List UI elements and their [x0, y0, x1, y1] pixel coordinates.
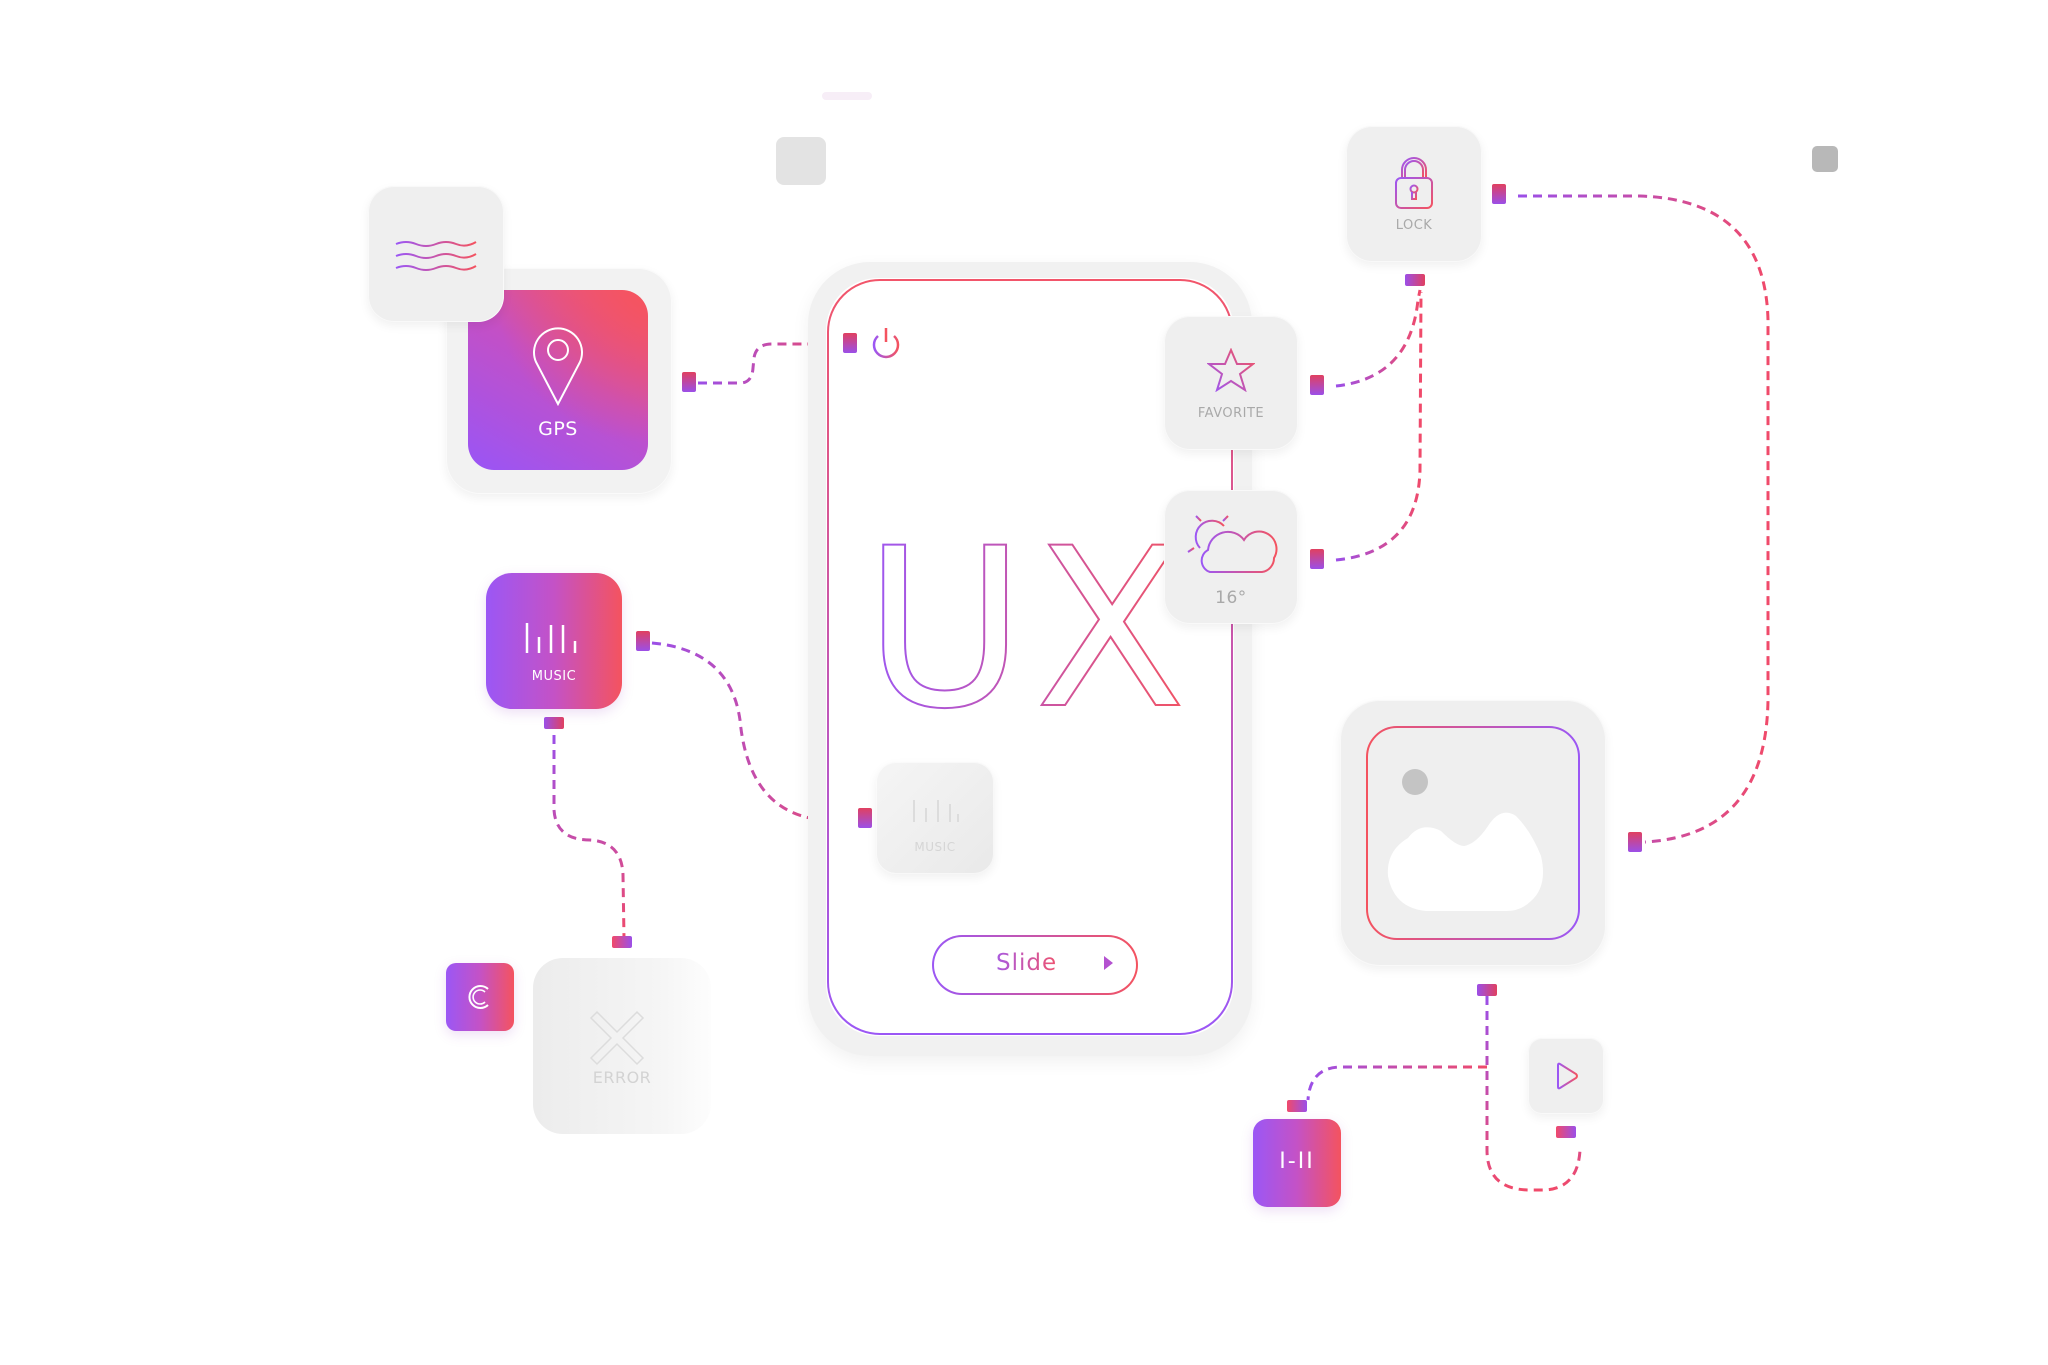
- x-cross-icon: [589, 1010, 645, 1066]
- padlock-icon: [1395, 157, 1433, 209]
- decor-square-topright: [1812, 146, 1838, 172]
- star-icon: [1207, 348, 1255, 392]
- lock-tile[interactable]: LOCK: [1346, 126, 1482, 262]
- connector-play-bottom[interactable]: [1556, 1126, 1576, 1138]
- connector-music-right[interactable]: [636, 631, 650, 651]
- connector-image-bottom[interactable]: [1477, 984, 1497, 996]
- weather-tile[interactable]: 16°: [1164, 490, 1298, 624]
- slide-label: Slide: [996, 950, 1058, 976]
- decor-bar-top: [822, 92, 872, 100]
- connector-lock-right[interactable]: [1492, 184, 1506, 204]
- power-icon: [872, 328, 900, 359]
- sun-cloud-icon: [1184, 510, 1278, 573]
- connector-phone-power[interactable]: [843, 333, 857, 353]
- music-label: MUSIC: [531, 669, 577, 684]
- connector-lock-bottom[interactable]: [1405, 274, 1425, 286]
- equalizer-bars-icon: [913, 800, 959, 822]
- equalizer-bars-icon: [525, 623, 577, 653]
- gps-label: GPS: [538, 418, 578, 440]
- connector-image-right[interactable]: [1628, 832, 1642, 852]
- c-tile[interactable]: C: [446, 963, 514, 1031]
- error-label: ERROR: [592, 1068, 652, 1087]
- connector-error-top[interactable]: [612, 936, 632, 948]
- error-tile[interactable]: ERROR: [533, 958, 711, 1134]
- c-circle-icon: [468, 985, 489, 1009]
- power-button[interactable]: [866, 322, 906, 362]
- pause-label: I-II: [1279, 1149, 1315, 1174]
- music-tile[interactable]: MUSIC: [486, 573, 622, 709]
- connector-gps[interactable]: [682, 372, 696, 392]
- play-tile[interactable]: [1528, 1038, 1604, 1114]
- play-right-icon: [1104, 956, 1113, 970]
- waves-tile[interactable]: [368, 186, 504, 322]
- image-landscape-icon: [1366, 726, 1580, 940]
- waves-icon: [395, 241, 477, 271]
- image-tile[interactable]: [1340, 700, 1606, 966]
- connector-weather[interactable]: [1310, 549, 1324, 569]
- phone-music-tile[interactable]: MUSIC: [876, 762, 994, 874]
- slide-button[interactable]: Slide: [932, 935, 1138, 995]
- decor-square-top: [776, 137, 826, 185]
- phone-music-label: MUSIC: [914, 840, 956, 854]
- map-pin-icon: [533, 327, 583, 406]
- connector-phone-music[interactable]: [858, 808, 872, 828]
- gps-tile[interactable]: GPS: [468, 290, 648, 470]
- play-icon: [1557, 1062, 1578, 1090]
- connector-favorite[interactable]: [1310, 375, 1324, 395]
- favorite-label: FAVORITE: [1197, 406, 1265, 421]
- connector-pause-top[interactable]: [1287, 1100, 1307, 1112]
- weather-temp: 16°: [1215, 588, 1247, 608]
- pause-tile[interactable]: I-II: [1253, 1119, 1341, 1207]
- connector-music-bottom[interactable]: [544, 717, 564, 729]
- lock-label: LOCK: [1395, 218, 1433, 233]
- favorite-tile[interactable]: FAVORITE: [1164, 316, 1298, 450]
